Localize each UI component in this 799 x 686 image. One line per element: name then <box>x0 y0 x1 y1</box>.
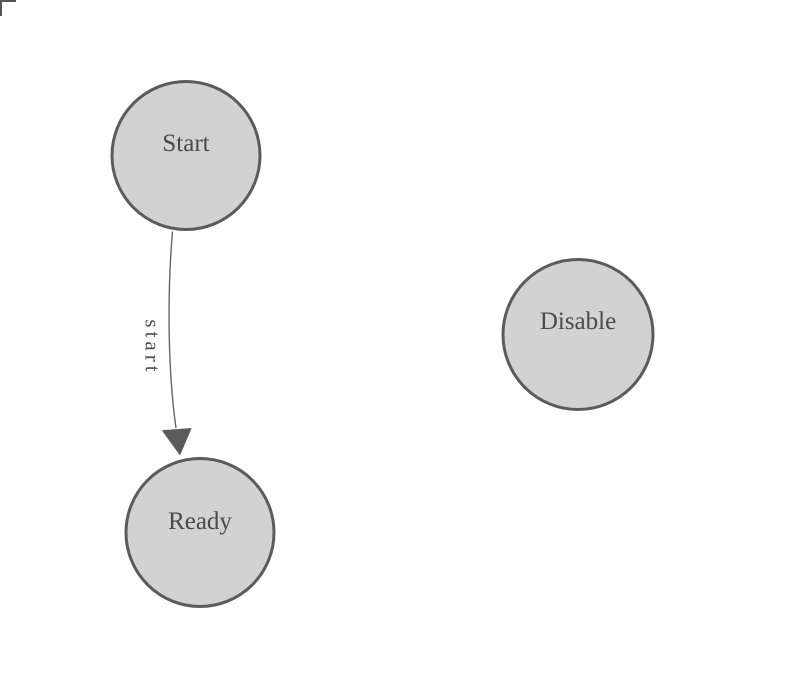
state-node-ready[interactable]: Ready <box>124 457 276 608</box>
state-node-disable-label: Disable <box>540 308 616 335</box>
edge-path[interactable] <box>168 231 177 429</box>
state-node-ready-label: Ready <box>168 508 232 535</box>
state-node-start-circle[interactable] <box>110 80 262 231</box>
state-node-disable-circle[interactable] <box>501 258 655 411</box>
state-node-disable[interactable]: Disable <box>501 258 655 411</box>
state-node-start[interactable]: Start <box>110 80 262 231</box>
state-node-start-label: Start <box>162 130 209 157</box>
state-node-ready-circle[interactable] <box>124 457 276 608</box>
edge-arrowhead-icon <box>161 428 192 456</box>
edge-label: start <box>141 319 165 375</box>
canvas-corner-mark <box>0 0 16 16</box>
edge-start-to-ready: start <box>141 231 192 456</box>
